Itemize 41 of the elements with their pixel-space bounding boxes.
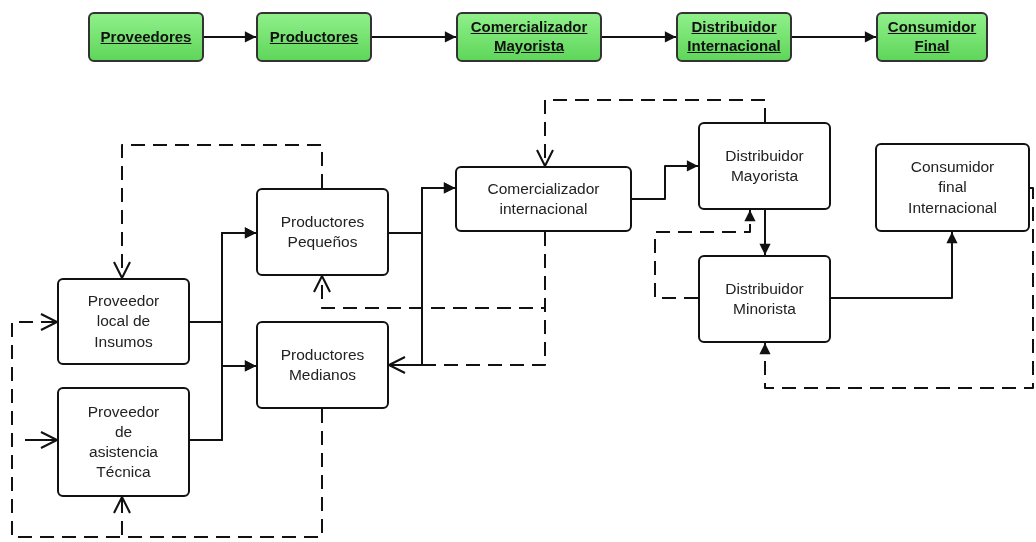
stage-box — [256, 12, 372, 62]
node-label: Productores Pequeños — [279, 211, 366, 252]
process-box — [698, 255, 831, 343]
process-box — [875, 143, 1030, 232]
dashed-arrow — [759, 187, 1034, 389]
stage-box — [676, 12, 792, 62]
node-label: Proveedor local de Insumos — [86, 291, 161, 352]
stage-box — [876, 12, 988, 62]
stage-box — [88, 12, 204, 62]
arrow — [189, 360, 257, 441]
process-box — [256, 188, 389, 276]
process-box — [57, 387, 190, 497]
node-label: Comercializador internacional — [486, 178, 601, 219]
process-box — [698, 122, 831, 210]
arrow — [203, 31, 257, 43]
node-label: Productores Medianos — [279, 344, 366, 385]
node-label: Proveedores — [100, 27, 192, 47]
node-label: Distribuidor Minorista — [724, 278, 805, 319]
node-label: Distribuidor Internacional — [686, 18, 782, 56]
node-label: Comercializador Mayorista — [469, 18, 589, 56]
arrow — [24, 430, 59, 450]
node-label: Productores — [269, 27, 359, 47]
stage-box — [456, 12, 602, 62]
arrow — [830, 231, 958, 299]
node-label: Consumidor final Internacional — [907, 157, 998, 218]
process-box — [256, 321, 389, 409]
arrow — [601, 31, 677, 43]
process-box — [455, 166, 632, 232]
process-box — [57, 278, 190, 365]
arrow — [791, 31, 877, 43]
dashed-arrow — [11, 312, 323, 538]
node-label: Proveedor de asistencia Técnica — [86, 401, 161, 483]
node-label: Distribuidor Mayorista — [724, 145, 805, 186]
dashed-arrow — [535, 99, 766, 168]
arrow — [371, 31, 457, 43]
arrow — [759, 209, 771, 256]
dashed-arrow — [112, 144, 323, 280]
dashed-arrow — [387, 231, 546, 375]
node-label: Consumidor Final — [886, 18, 978, 56]
arrow — [631, 160, 699, 200]
dashed-arrow — [654, 209, 756, 299]
